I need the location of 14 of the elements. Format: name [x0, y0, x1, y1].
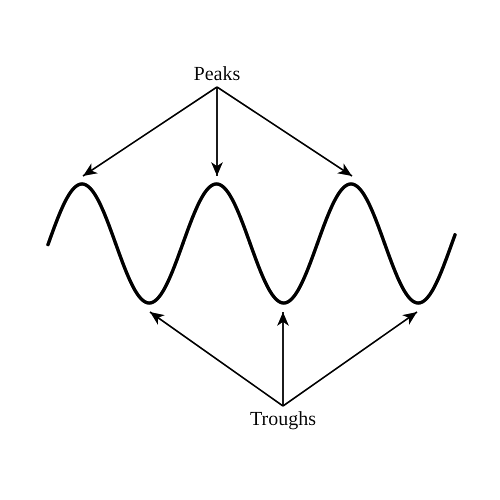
- arrow: [82, 86, 218, 177]
- arrow: [211, 87, 223, 176]
- arrow: [277, 312, 289, 406]
- wave-peak: [46, 182, 118, 246]
- wave-trough: [248, 242, 320, 305]
- wave-trough: [382, 233, 457, 305]
- wave-trough: [114, 242, 185, 305]
- arrow: [282, 311, 418, 407]
- arrow: [216, 86, 352, 177]
- callout-label: Troughs: [250, 407, 316, 431]
- arrow: [150, 311, 284, 407]
- wave-peak: [181, 182, 252, 246]
- callout-label: Peaks: [194, 62, 240, 86]
- wave-peak: [316, 182, 386, 246]
